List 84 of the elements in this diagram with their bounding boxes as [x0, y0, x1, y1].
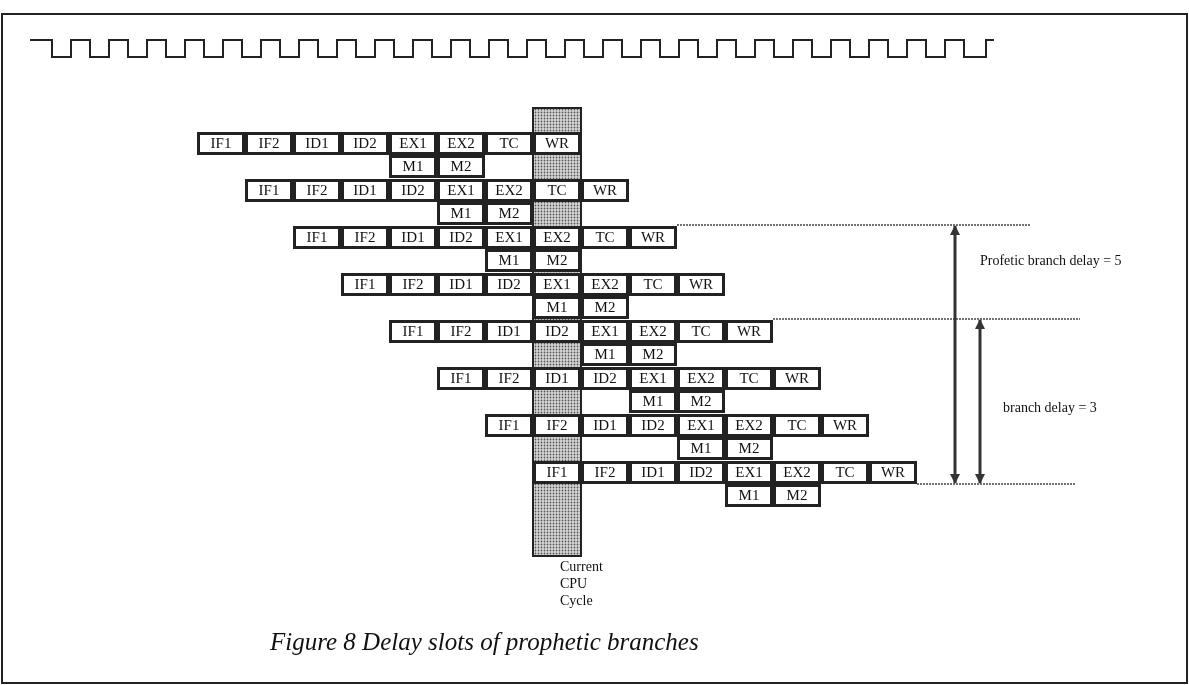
pipeline-stage-cell: WR [677, 273, 725, 296]
pipeline-stage-cell: EX1 [533, 273, 581, 296]
pipeline-stage-cell: ID2 [341, 132, 389, 155]
pipeline-stage-cell: WR [821, 414, 869, 437]
memory-stage-cell: M2 [485, 202, 533, 225]
pipeline-stage-cell: ID2 [437, 226, 485, 249]
pipeline-stage-cell: IF2 [437, 320, 485, 343]
pipeline-stage-cell: IF2 [389, 273, 437, 296]
pipeline-stage-cell: EX1 [677, 414, 725, 437]
pipeline-stage-cell: EX2 [485, 179, 533, 202]
pipeline-stage-cell: TC [629, 273, 677, 296]
memory-stage-cell: M1 [437, 202, 485, 225]
memory-stage-cell: M1 [725, 484, 773, 507]
pipeline-stage-cell: TC [581, 226, 629, 249]
pipeline-stage-cell: ID1 [293, 132, 341, 155]
pipeline-stage-cell: EX2 [725, 414, 773, 437]
column-label: Current CPU Cycle [560, 558, 604, 609]
pipeline-stage-cell: ID2 [485, 273, 533, 296]
pipeline-stage-cell: ID2 [581, 367, 629, 390]
pipeline-stage-cell: ID2 [389, 179, 437, 202]
pipeline-stage-cell: IF1 [389, 320, 437, 343]
pipeline-stage-cell: TC [533, 179, 581, 202]
memory-stage-cell: M1 [389, 155, 437, 178]
pipeline-stage-cell: EX1 [725, 461, 773, 484]
pipeline-stage-cell: EX2 [773, 461, 821, 484]
pipeline-stage-cell: WR [629, 226, 677, 249]
memory-stage-cell: M2 [773, 484, 821, 507]
pipeline-stage-cell: WR [725, 320, 773, 343]
pipeline-stage-cell: EX2 [533, 226, 581, 249]
memory-stage-cell: M2 [725, 437, 773, 460]
pipeline-stage-cell: TC [821, 461, 869, 484]
pipeline-stage-cell: ID1 [341, 179, 389, 202]
pipeline-stage-cell: ID1 [629, 461, 677, 484]
pipeline-stage-cell: EX2 [437, 132, 485, 155]
memory-stage-cell: M2 [437, 155, 485, 178]
pipeline-stage-cell: ID1 [533, 367, 581, 390]
pipeline-stage-cell: ID1 [437, 273, 485, 296]
pipeline-stage-cell: IF2 [533, 414, 581, 437]
pipeline-stage-cell: IF1 [341, 273, 389, 296]
pipeline-stage-cell: ID1 [485, 320, 533, 343]
memory-stage-cell: M2 [581, 296, 629, 319]
pipeline-stage-cell: WR [581, 179, 629, 202]
pipeline-stage-cell: WR [869, 461, 917, 484]
pipeline-stage-cell: ID1 [389, 226, 437, 249]
memory-stage-cell: M2 [533, 249, 581, 272]
pipeline-stage-cell: IF2 [341, 226, 389, 249]
pipeline-stage-cell: IF2 [581, 461, 629, 484]
pipeline-stage-cell: EX2 [677, 367, 725, 390]
pipeline-stage-cell: EX1 [485, 226, 533, 249]
memory-stage-cell: M2 [677, 390, 725, 413]
delay-label: branch delay = 3 [1003, 400, 1097, 416]
pipeline-stage-cell: EX1 [581, 320, 629, 343]
pipeline-stage-cell: TC [773, 414, 821, 437]
pipeline-stage-cell: ID2 [629, 414, 677, 437]
pipeline-stage-cell: IF1 [197, 132, 245, 155]
memory-stage-cell: M1 [629, 390, 677, 413]
pipeline-stage-cell: TC [485, 132, 533, 155]
pipeline-stage-cell: IF1 [245, 179, 293, 202]
pipeline-stage-cell: EX1 [437, 179, 485, 202]
pipeline-stage-cell: TC [725, 367, 773, 390]
pipeline-stage-cell: EX2 [581, 273, 629, 296]
pipeline-stage-cell: IF2 [485, 367, 533, 390]
pipeline-stage-cell: ID2 [533, 320, 581, 343]
pipeline-stage-cell: IF1 [485, 414, 533, 437]
memory-stage-cell: M2 [629, 343, 677, 366]
memory-stage-cell: M1 [581, 343, 629, 366]
pipeline-stage-cell: EX1 [629, 367, 677, 390]
pipeline-stage-cell: EX2 [629, 320, 677, 343]
memory-stage-cell: M1 [485, 249, 533, 272]
pipeline-stage-cell: IF2 [293, 179, 341, 202]
pipeline-stage-cell: IF2 [245, 132, 293, 155]
pipeline-stage-cell: IF1 [437, 367, 485, 390]
pipeline-stage-cell: EX1 [389, 132, 437, 155]
memory-stage-cell: M1 [677, 437, 725, 460]
delay-label: Profetic branch delay = 5 [980, 253, 1122, 269]
pipeline-stage-cell: ID1 [581, 414, 629, 437]
pipeline-stage-cell: ID2 [677, 461, 725, 484]
pipeline-stage-cell: IF1 [293, 226, 341, 249]
pipeline-stage-cell: TC [677, 320, 725, 343]
pipeline-stage-cell: IF1 [533, 461, 581, 484]
figure-caption: Figure 8 Delay slots of prophetic branches [270, 628, 699, 656]
pipeline-stage-cell: WR [533, 132, 581, 155]
memory-stage-cell: M1 [533, 296, 581, 319]
pipeline-stage-cell: WR [773, 367, 821, 390]
